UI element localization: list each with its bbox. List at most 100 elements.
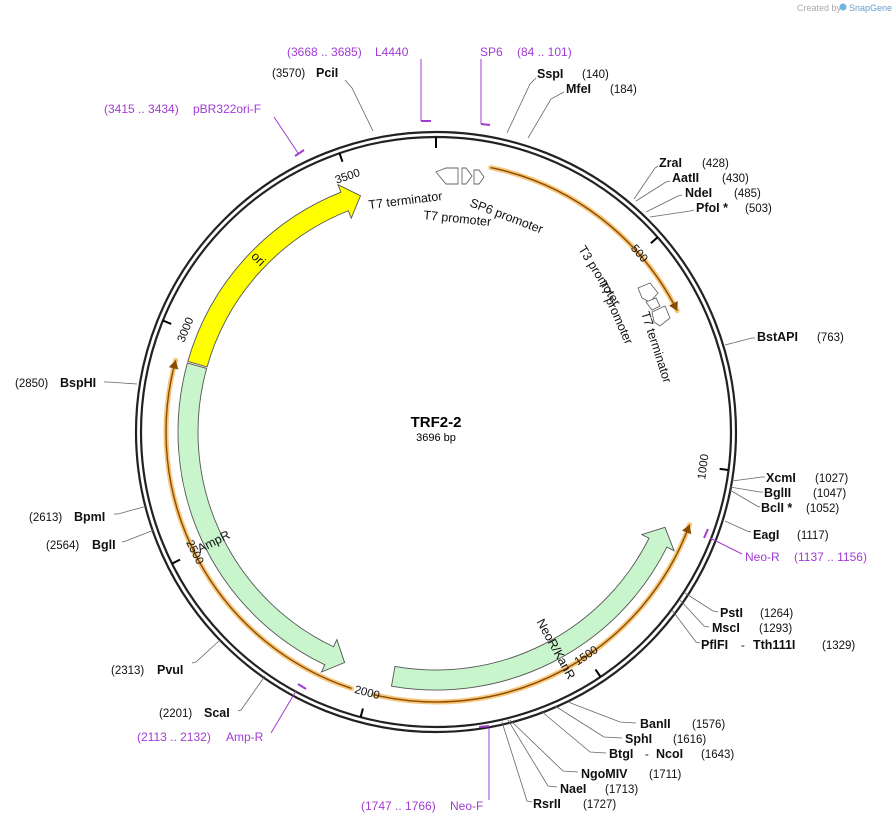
site-position: (428) bbox=[702, 158, 729, 170]
site-banii[interactable]: BanII (1576) bbox=[567, 701, 725, 731]
site-bsphi[interactable]: (2850) BspHI bbox=[15, 376, 138, 390]
site-bgli[interactable]: (2564) BglI bbox=[46, 529, 155, 552]
site-name-separator: - bbox=[645, 749, 649, 761]
orange-arc-line bbox=[165, 360, 352, 690]
site-name: MscI bbox=[712, 621, 740, 635]
site-rsrii[interactable]: RsrII (1727) bbox=[501, 721, 616, 811]
site-position: (1643) bbox=[701, 749, 734, 761]
plasmid-name: TRF2-2 bbox=[411, 414, 462, 431]
site-position: (1616) bbox=[673, 734, 706, 746]
feature-ori[interactable]: ori bbox=[187, 183, 362, 368]
tick-mark-2000 bbox=[359, 708, 364, 718]
site-naei[interactable]: NaeI (1713) bbox=[507, 719, 638, 796]
site-sspi[interactable]: SspI (140) bbox=[506, 67, 609, 134]
tick-mark-3000 bbox=[162, 319, 172, 325]
site-bglii[interactable]: BglII (1047) bbox=[729, 486, 846, 500]
site-mfei[interactable]: MfeI (184) bbox=[527, 82, 637, 139]
primer-sp6[interactable]: SP6 (84 .. 101) bbox=[480, 45, 572, 126]
primer-name: pBR322ori-F bbox=[193, 102, 261, 116]
site-leader bbox=[724, 337, 755, 346]
site-position: (2613) bbox=[29, 512, 62, 524]
site-name: PstI bbox=[720, 606, 743, 620]
site-position: (2564) bbox=[46, 540, 79, 552]
primer-neo-f[interactable]: (1747 .. 1766) Neo-F bbox=[361, 725, 490, 813]
site-bstapi[interactable]: BstAPI (763) bbox=[724, 330, 844, 346]
site-leader bbox=[509, 719, 579, 773]
site-name: ZraI bbox=[659, 156, 682, 170]
orange-arc-line bbox=[373, 524, 691, 703]
site-position: (184) bbox=[610, 84, 637, 96]
site-name: BanII bbox=[640, 717, 671, 731]
orange-arc-arrowhead bbox=[168, 360, 179, 370]
site-leader bbox=[114, 505, 148, 515]
site-pfoi[interactable]: PfoI * (503) bbox=[649, 201, 772, 218]
site-pvui[interactable]: (2313) PvuI bbox=[111, 639, 221, 677]
site-bcli[interactable]: BclI * (1052) bbox=[729, 489, 839, 515]
site-aatii[interactable]: AatII (430) bbox=[635, 171, 749, 202]
orange-arc-line bbox=[490, 166, 678, 312]
primer-name: Neo-F bbox=[450, 799, 483, 813]
site-btgi-ncoi[interactable]: BtgI - NcoI (1643) bbox=[540, 710, 734, 761]
site-bpmi[interactable]: (2613) BpmI bbox=[29, 505, 148, 524]
site-sphi[interactable]: SphI (1616) bbox=[554, 705, 706, 746]
tick-mark-3500 bbox=[338, 152, 344, 163]
site-name: PciI bbox=[316, 66, 338, 80]
site-leader bbox=[554, 705, 623, 739]
site-name-a: BtgI bbox=[609, 747, 633, 761]
snapgene-brand[interactable]: Created by SnapGene bbox=[797, 3, 892, 13]
primer-pbr322ori-f[interactable]: (3415 .. 3434) pBR322ori-F bbox=[104, 102, 305, 157]
tick-mark-500 bbox=[650, 236, 659, 244]
site-name: PvuI bbox=[157, 663, 183, 677]
site-leader bbox=[633, 165, 659, 200]
site-zrai[interactable]: ZraI (428) bbox=[633, 156, 729, 200]
site-leader bbox=[671, 609, 701, 644]
tick-label-3500: 3500 bbox=[334, 167, 362, 187]
site-ndei[interactable]: NdeI (485) bbox=[645, 186, 761, 213]
site-pcii[interactable]: (3570) PciI bbox=[272, 66, 374, 132]
site-ngomiv[interactable]: NgoMIV (1711) bbox=[509, 719, 682, 781]
site-leader bbox=[684, 592, 719, 613]
site-psti[interactable]: PstI (1264) bbox=[684, 592, 793, 620]
primer-l4440[interactable]: (3668 .. 3685) L4440 bbox=[287, 45, 431, 122]
top-small-features[interactable]: T7 terminator SP6 promoter T7 promoter bbox=[368, 167, 545, 236]
site-position: (1264) bbox=[760, 608, 793, 620]
site-msci[interactable]: MscI (1293) bbox=[679, 599, 792, 635]
site-leader bbox=[191, 639, 221, 664]
site-leader bbox=[121, 529, 155, 543]
site-position: (1117) bbox=[797, 530, 829, 542]
tick-label-1000: 1000 bbox=[696, 453, 711, 480]
site-leader bbox=[731, 476, 765, 482]
site-leader bbox=[645, 194, 683, 213]
site-eagi[interactable]: EagI (1117) bbox=[724, 520, 829, 542]
site-scai[interactable]: (2201) ScaI bbox=[159, 675, 266, 720]
site-pflfi-tth111i[interactable]: PflFI - Tth111I (1329) bbox=[671, 609, 855, 652]
brand-name: SnapGene bbox=[849, 3, 892, 13]
site-position: (3570) bbox=[272, 68, 305, 80]
site-position: (1293) bbox=[759, 623, 792, 635]
primer-range: (3415 .. 3434) bbox=[104, 102, 179, 116]
primer-amp-r[interactable]: (2113 .. 2132) Amp-R bbox=[137, 683, 307, 744]
primer-leader bbox=[273, 116, 299, 154]
site-name-b: NcoI bbox=[656, 747, 683, 761]
site-position: (1329) bbox=[822, 640, 855, 652]
site-position: (430) bbox=[722, 173, 749, 185]
site-leader bbox=[729, 486, 763, 493]
site-leader bbox=[679, 599, 710, 628]
site-xcmi[interactable]: XcmI (1027) bbox=[731, 471, 848, 485]
feature-ampr[interactable]: AmpR bbox=[177, 362, 346, 673]
site-position: (503) bbox=[745, 203, 772, 215]
t7-promoter-arrow-icon bbox=[473, 169, 485, 185]
sp6-promoter-arrow-icon bbox=[461, 167, 473, 185]
feature-neor-kanr[interactable]: NeoR/KanR bbox=[390, 526, 675, 691]
site-name: NgoMIV bbox=[581, 767, 628, 781]
right-small-features[interactable]: T3 promoter T7 promoter T7 terminator bbox=[575, 243, 674, 384]
site-position: (1052) bbox=[806, 503, 839, 515]
primer-range: (1747 .. 1766) bbox=[361, 799, 436, 813]
site-leader bbox=[635, 180, 671, 202]
t7-promoter-right-arrow-icon bbox=[645, 297, 661, 311]
t7-terminator-arrow-icon bbox=[435, 167, 459, 185]
site-position: (2313) bbox=[111, 665, 144, 677]
primer-neo-r[interactable]: Neo-R (1137 .. 1156) bbox=[703, 528, 867, 564]
site-name: BspHI bbox=[60, 376, 96, 390]
